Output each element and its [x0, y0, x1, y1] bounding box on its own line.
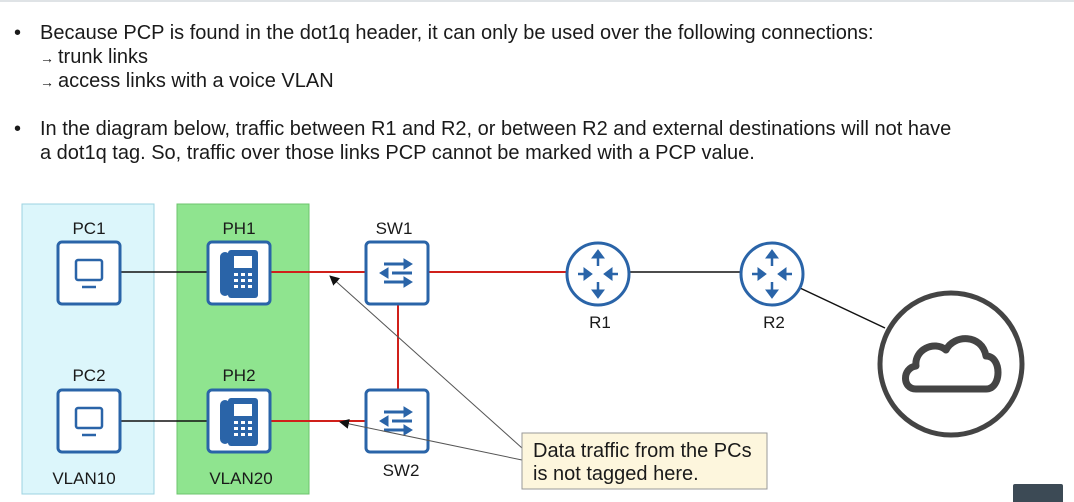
ph1-label: PH1: [222, 219, 255, 238]
sw1-switch-icon: [364, 240, 430, 306]
r1-router-icon: [565, 241, 631, 307]
corner-logo-badge: [1013, 484, 1063, 502]
link-r2-internet: [799, 287, 886, 329]
bullet-dot: •: [14, 118, 22, 140]
callout-text-line-2: is not tagged here.: [533, 463, 699, 485]
r1-label: R1: [589, 313, 611, 332]
bullet-dot: •: [14, 22, 22, 44]
callout-pointer-lower: [339, 418, 523, 461]
r2-label: R2: [763, 313, 785, 332]
vlan20-label: VLAN20: [209, 469, 272, 488]
sub-item-trunk-links: →trunk links: [40, 45, 148, 70]
bullet-text-line-1: In the diagram below, traffic between R1…: [40, 118, 952, 140]
pc1-icon: [56, 240, 122, 306]
bullet-text-line-2: a dot1q tag. So, traffic over those link…: [40, 142, 755, 164]
bullet-text: Because PCP is found in the dot1q header…: [40, 22, 874, 44]
callout-text-line-1: Data traffic from the PCs: [533, 440, 752, 462]
pc1-label: PC1: [72, 219, 105, 238]
pc2-icon: [56, 388, 122, 454]
arrow-icon: →: [40, 50, 54, 66]
ph1-ip-phone-icon: [206, 240, 272, 306]
callout-box: [521, 432, 768, 490]
sw2-label: SW2: [383, 461, 420, 480]
pc2-label: PC2: [72, 366, 105, 385]
sw1-label: SW1: [376, 219, 413, 238]
sw2-switch-icon: [364, 388, 430, 454]
sub-item-label: trunk links: [58, 46, 149, 68]
internet-cloud-icon: [877, 290, 1025, 438]
ph2-ip-phone-icon: [206, 388, 272, 454]
sub-item-label: access links with a voice VLAN: [58, 70, 334, 92]
vlan10-label: VLAN10: [52, 469, 115, 488]
callout-pointer-upper: [329, 275, 523, 449]
sub-item-access-links: →access links with a voice VLAN: [40, 69, 334, 94]
arrow-icon: →: [40, 74, 54, 90]
ph2-label: PH2: [222, 366, 255, 385]
top-rule: [0, 0, 1074, 2]
r2-router-icon: [739, 241, 805, 307]
